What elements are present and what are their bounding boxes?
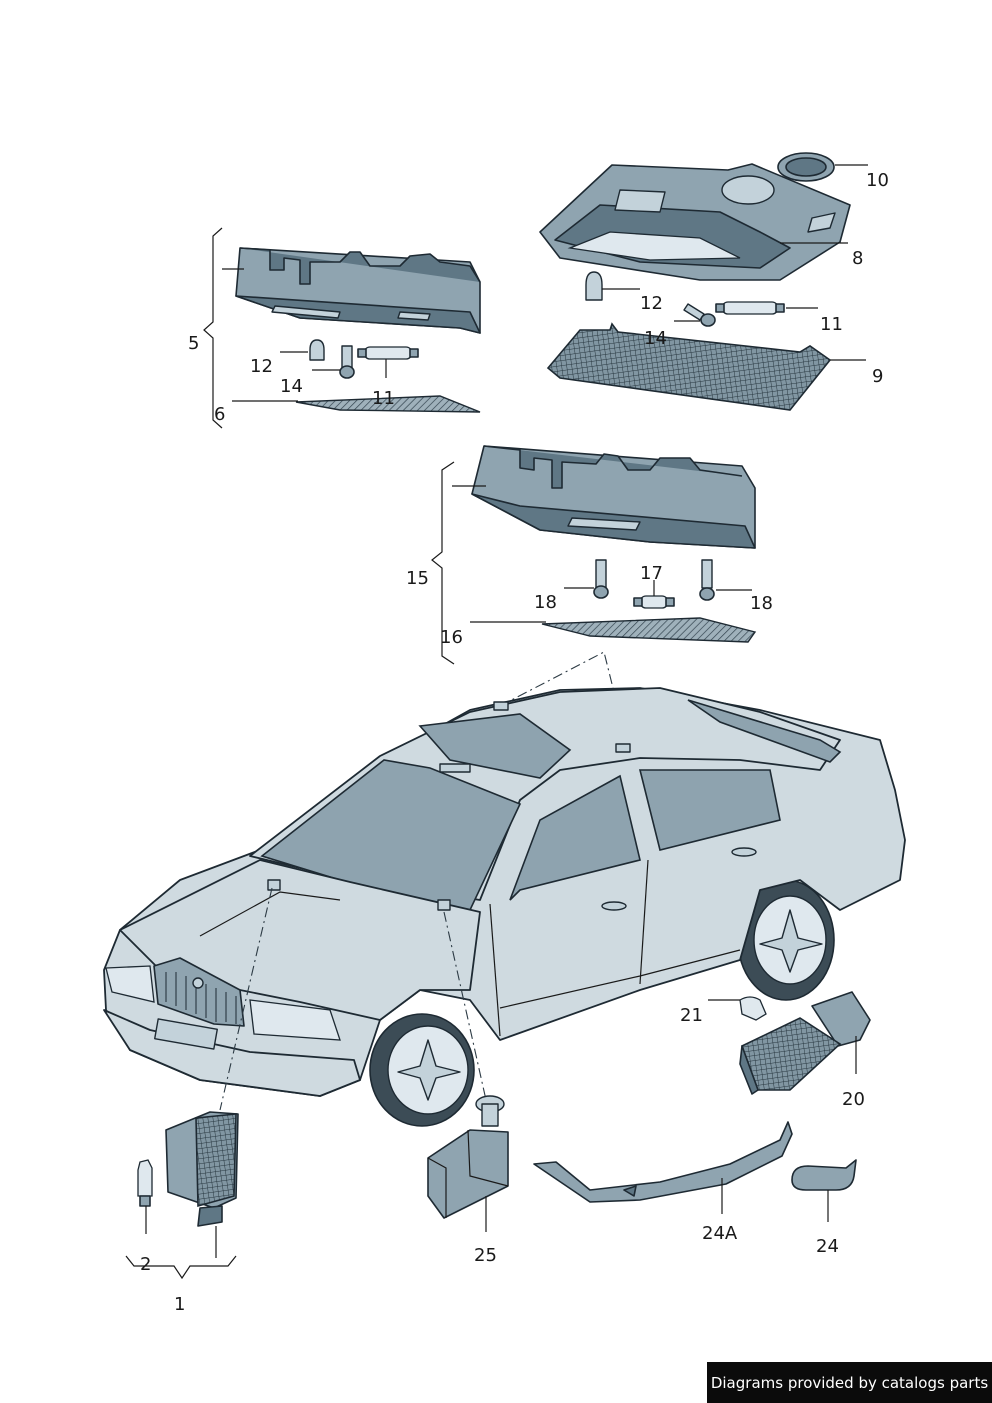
- label-11-left: 11: [372, 388, 395, 409]
- part-11-festoon-bulb-upper-right: [715, 301, 818, 315]
- part-14-screw-left: [312, 345, 355, 379]
- label-25: 25: [474, 1245, 497, 1266]
- label-11-upper: 11: [820, 314, 843, 335]
- label-15: 15: [406, 568, 429, 589]
- label-2: 2: [140, 1254, 151, 1275]
- part-25-door-contact-switch: [427, 1095, 509, 1232]
- part-24-cover: [791, 1159, 857, 1222]
- part-11-festoon-bulb-left: [357, 346, 419, 378]
- part-12-bulb-left: [280, 339, 325, 361]
- part-14-screw-upper-right: [674, 303, 716, 327]
- label-24: 24: [816, 1236, 839, 1257]
- label-8: 8: [852, 248, 863, 269]
- label-6: 6: [214, 404, 225, 425]
- leader-to-part-25: [443, 911, 487, 1101]
- label-17: 17: [640, 563, 663, 584]
- part-16-lamp-lens-middle: [470, 617, 757, 643]
- part-6-lamp-lens-left: [232, 395, 481, 413]
- label-5: 5: [188, 333, 199, 354]
- label-20: 20: [842, 1089, 865, 1110]
- label-18-left: 18: [534, 592, 557, 613]
- part-18-screw-right: [699, 559, 752, 601]
- part-21-bulb: [708, 996, 767, 1021]
- label-16: 16: [440, 627, 463, 648]
- brace-group-5: [203, 227, 223, 429]
- part-24A-trim-strip: [533, 1121, 793, 1214]
- part-9-grid-lens: [546, 322, 866, 411]
- label-10: 10: [866, 170, 889, 191]
- label-12-upper: 12: [640, 293, 663, 314]
- part-17-bulb: [633, 580, 675, 609]
- label-18-right: 18: [750, 593, 773, 614]
- part-1-plate-lamp: [165, 1111, 239, 1258]
- part-15-lamp-housing: [452, 445, 756, 549]
- leader-to-part-1: [219, 887, 273, 1111]
- label-1: 1: [174, 1294, 185, 1315]
- part-5-lamp-housing: [222, 247, 481, 334]
- label-24A: 24A: [702, 1223, 738, 1244]
- part-8-lamp-housing: [539, 163, 851, 281]
- label-9: 9: [872, 366, 883, 387]
- watermark-banner: Diagrams provided by catalogs parts: [707, 1362, 992, 1403]
- label-14-left: 14: [280, 376, 303, 397]
- brace-group-15: [431, 461, 455, 665]
- part-10-round-lens: [777, 152, 868, 182]
- car-illustration: [103, 687, 906, 1127]
- part-12-bulb-upper-right: [585, 271, 640, 301]
- label-21: 21: [680, 1005, 703, 1026]
- part-2-bulb: [137, 1159, 153, 1234]
- label-12-left: 12: [250, 356, 273, 377]
- part-18-screw-left: [564, 559, 609, 599]
- brace-group-1: [125, 1255, 237, 1280]
- label-14-upper: 14: [644, 328, 667, 349]
- part-20-boot-lamp: [739, 991, 871, 1095]
